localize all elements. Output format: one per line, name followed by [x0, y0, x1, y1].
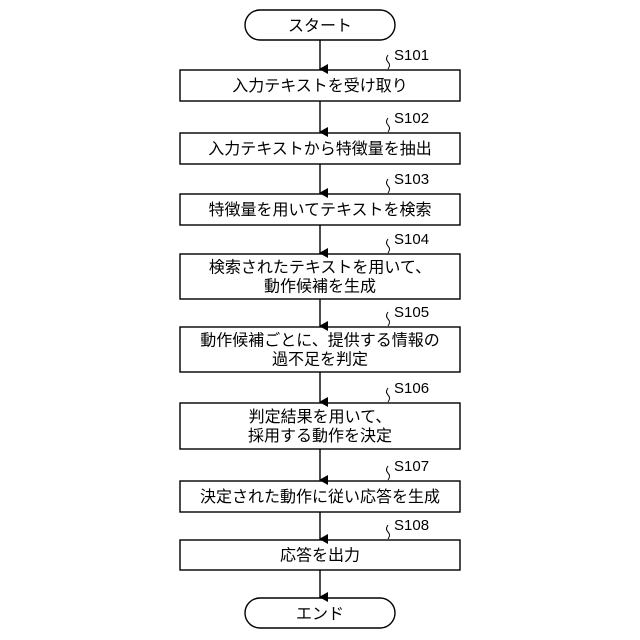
step-text-line: 動作候補ごとに、提供する情報の: [200, 331, 440, 350]
step-text-line: 入力テキストから特徴量を抽出: [208, 139, 432, 158]
leader-squiggle: [387, 525, 390, 539]
start-terminal: スタート: [245, 10, 395, 40]
leader-squiggle: [387, 55, 390, 69]
leader-squiggle: [387, 118, 390, 132]
step-text-line: 入力テキストを受け取り: [232, 76, 408, 95]
leader-squiggle: [387, 312, 390, 326]
start-label: スタート: [288, 16, 352, 35]
leader-squiggle: [387, 179, 390, 193]
step-text-line: 決定された動作に従い応答を生成: [200, 487, 440, 506]
step-text-line: 採用する動作を決定: [248, 426, 392, 445]
leader-squiggle: [387, 388, 390, 402]
step-id-label: S101: [394, 47, 429, 64]
step-id-label: S106: [394, 380, 429, 397]
step-text-line: 検索されたテキストを用いて、: [209, 258, 431, 277]
step-text-line: 応答を出力: [280, 546, 360, 565]
step-id-label: S105: [394, 304, 429, 321]
end-terminal: エンド: [245, 598, 395, 628]
step-id-label: S103: [394, 171, 429, 188]
step-text-line: 特徴量を用いてテキストを検索: [208, 200, 431, 219]
leader-squiggle: [387, 239, 390, 253]
step-text-line: 動作候補を生成: [264, 277, 376, 296]
step-id-label: S108: [394, 517, 429, 534]
leader-squiggle: [387, 466, 390, 480]
step-id-label: S102: [394, 110, 429, 127]
step-text-line: 過不足を判定: [272, 350, 368, 369]
step-id-label: S104: [394, 231, 429, 248]
step-text-line: 判定結果を用いて、: [249, 407, 392, 426]
end-label: エンド: [296, 604, 344, 623]
step-id-label: S107: [394, 458, 429, 475]
